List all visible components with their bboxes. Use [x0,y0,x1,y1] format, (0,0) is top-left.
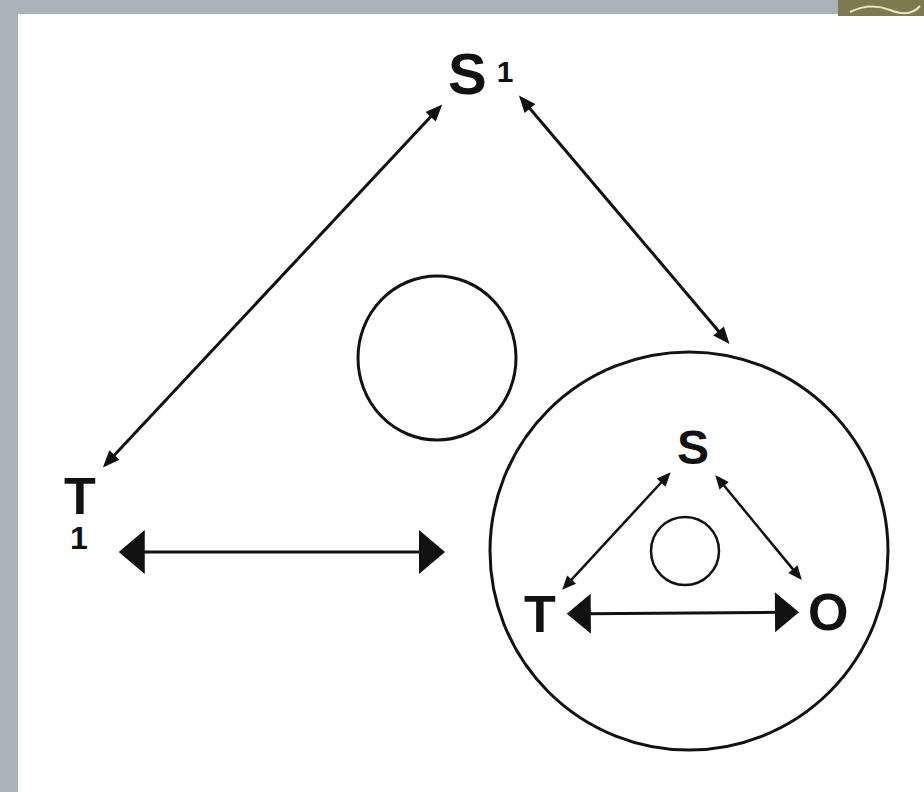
double-arrow [562,472,670,590]
double-arrow [103,104,442,467]
empty-circle [358,276,516,440]
node-letter: T [64,470,96,522]
letter-node: T1 [61,467,99,557]
arrow-head [713,327,729,344]
letter-node: S [674,421,712,475]
node-letter: S [448,45,487,103]
double-arrow [519,96,730,344]
arrow-head [562,575,576,589]
double-arrow [119,530,445,574]
arrow-head [775,592,799,632]
arrow-shaft [112,114,433,457]
arrow-head [119,530,145,574]
double-arrow [715,475,802,580]
arrow-head [715,475,729,490]
index-number: 1 [497,57,514,87]
group-circle: S T O [488,350,890,752]
arrow-head [426,104,443,121]
arrow-shaft [586,612,780,613]
index-number: 1 [70,522,88,554]
double-arrow [567,592,799,633]
arrow-shaft [570,481,663,582]
corner-picture [838,0,924,16]
node-letter: S [677,424,709,472]
arrow-shaft [140,551,425,554]
arrow-head [419,530,445,574]
letter-node: S1 [445,42,516,106]
node-letter: O [808,586,848,638]
arrow-head [519,96,535,113]
letter-node: O [805,583,851,641]
empty-circle [651,517,719,585]
arrow-shaft [722,484,794,572]
circle-outline [488,350,890,752]
arrow-head [567,594,591,634]
page-ground [18,14,924,792]
letter-node: T [521,585,559,643]
arrow-head [657,472,671,486]
corner-picture-line [850,6,920,13]
arrow-head [103,450,120,467]
node-letter: T [524,588,556,640]
arrow-shaft [528,106,721,334]
arrow-head [788,565,802,580]
circle-outline-shape [490,352,888,750]
